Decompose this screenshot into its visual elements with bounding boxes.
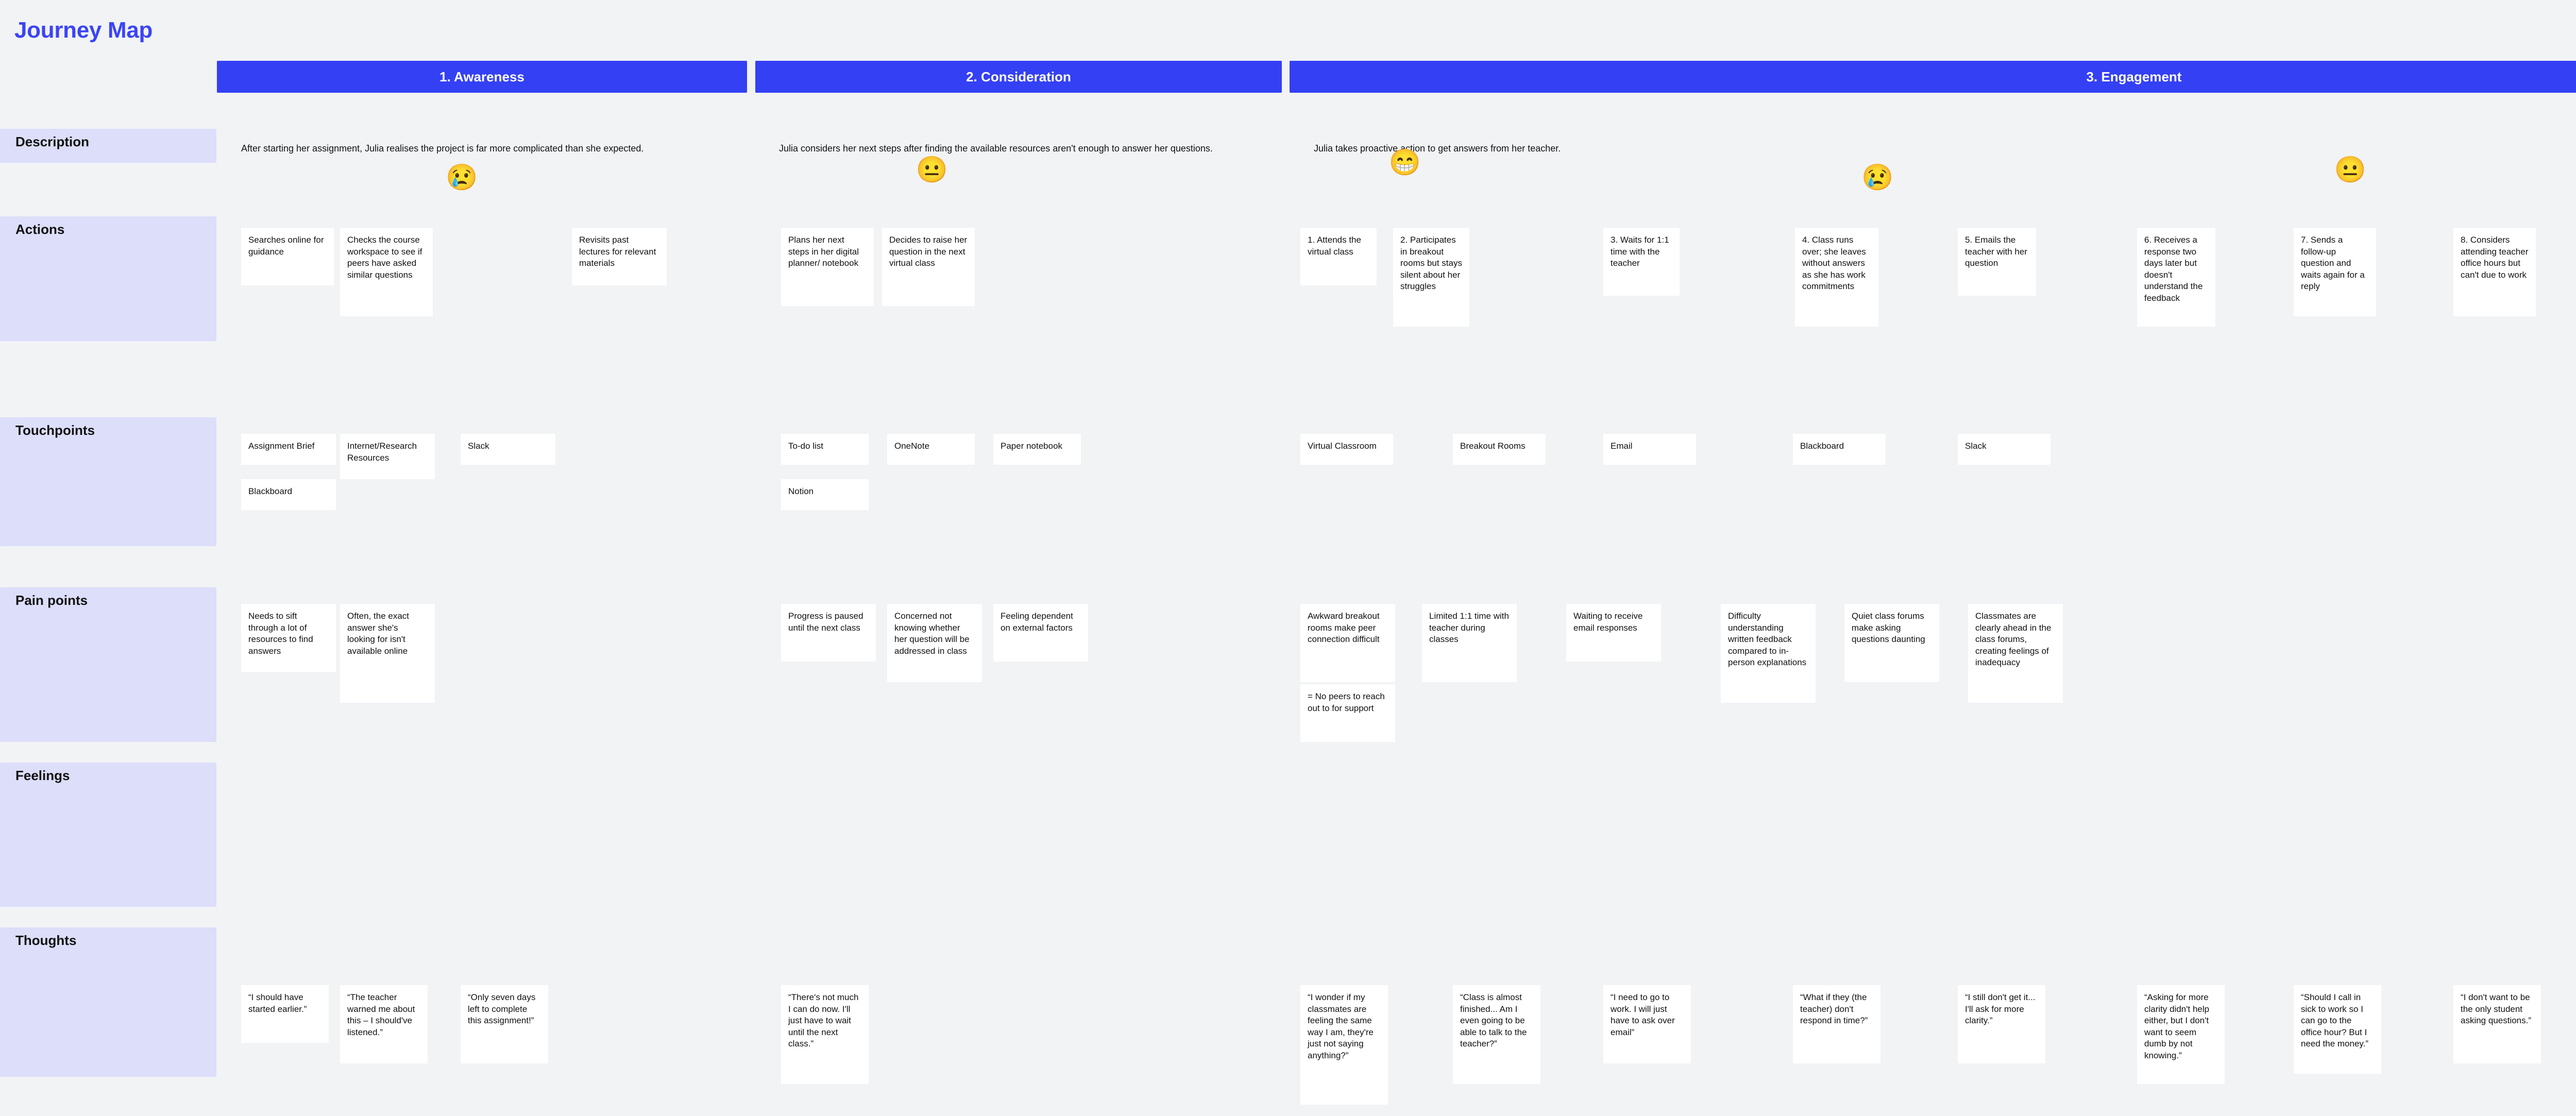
- painpoint-card[interactable]: Waiting to receive email responses: [1566, 604, 1661, 662]
- action-card[interactable]: 2. Participates in breakout rooms but st…: [1393, 228, 1469, 327]
- action-card[interactable]: 1. Attends the virtual class: [1300, 228, 1377, 285]
- painpoint-card[interactable]: Progress is paused until the next class: [781, 604, 876, 662]
- neutral-face-icon: 😐: [2334, 155, 2366, 184]
- touchpoint-card[interactable]: Blackboard: [1793, 434, 1886, 465]
- thought-card[interactable]: “I should have started earlier.”: [241, 985, 329, 1043]
- description-text[interactable]: After starting her assignment, Julia rea…: [241, 143, 644, 154]
- thought-card[interactable]: “There's not much I can do now. I'll jus…: [781, 985, 869, 1084]
- thought-card[interactable]: “Class is almost finished... Am I even g…: [1453, 985, 1540, 1084]
- thought-card[interactable]: “The teacher warned me about this – I sh…: [340, 985, 428, 1063]
- row-label-description: Description: [0, 129, 216, 163]
- painpoint-card[interactable]: Quiet class forums make asking questions…: [1844, 604, 1939, 682]
- touchpoint-card[interactable]: Slack: [461, 434, 555, 465]
- grinning-face-icon: 😁: [1388, 148, 1421, 177]
- row-label-pain-points: Pain points: [0, 587, 216, 742]
- painpoint-card[interactable]: Classmates are clearly ahead in the clas…: [1968, 604, 2063, 703]
- thought-card[interactable]: “I still don't get it... I'll ask for mo…: [1958, 985, 2045, 1063]
- row-label-actions: Actions: [0, 216, 216, 341]
- touchpoint-card[interactable]: Blackboard: [241, 479, 336, 510]
- touchpoint-card[interactable]: Email: [1603, 434, 1696, 465]
- row-label-touchpoints: Touchpoints: [0, 417, 216, 546]
- thought-card[interactable]: “I don't want to be the only student ask…: [2453, 985, 2541, 1063]
- touchpoint-card[interactable]: Slack: [1958, 434, 2050, 465]
- thought-card[interactable]: “What if they (the teacher) don't respon…: [1793, 985, 1880, 1063]
- painpoint-card[interactable]: Awkward breakout rooms make peer connect…: [1300, 604, 1395, 682]
- painpoint-card[interactable]: Limited 1:1 time with teacher during cla…: [1422, 604, 1517, 682]
- painpoint-card[interactable]: Often, the exact answer she's looking fo…: [340, 604, 435, 703]
- row-label-feelings: Feelings: [0, 763, 216, 907]
- stage-header-2[interactable]: 2. Consideration: [755, 61, 1282, 93]
- touchpoint-card[interactable]: Virtual Classroom: [1300, 434, 1393, 465]
- row-label-thoughts: Thoughts: [0, 927, 216, 1077]
- touchpoint-card[interactable]: Internet/Research Resources: [340, 434, 435, 479]
- thought-card[interactable]: “I need to go to work. I will just have …: [1603, 985, 1691, 1063]
- painpoint-card[interactable]: = No peers to reach out to for support: [1300, 684, 1395, 742]
- neutral-face-icon: 😐: [916, 155, 948, 184]
- action-card[interactable]: 8. Considers attending teacher office ho…: [2453, 228, 2536, 316]
- page-title: Journey Map: [14, 18, 153, 43]
- touchpoint-card[interactable]: Paper notebook: [993, 434, 1081, 465]
- action-card[interactable]: Checks the course workspace to see if pe…: [340, 228, 433, 316]
- crying-face-icon: 😢: [446, 163, 478, 192]
- feelings-chart: 😢😐😁😢😐😐😐😢: [216, 149, 2576, 907]
- action-card[interactable]: Revisits past lectures for relevant mate…: [572, 228, 667, 285]
- description-text[interactable]: Julia takes proactive action to get answ…: [1314, 143, 1561, 154]
- painpoint-card[interactable]: Feeling dependent on external factors: [993, 604, 1088, 662]
- painpoint-card[interactable]: Difficulty understanding written feedbac…: [1721, 604, 1816, 703]
- touchpoint-card[interactable]: To-do list: [781, 434, 869, 465]
- action-card[interactable]: Searches online for guidance: [241, 228, 334, 285]
- painpoint-card[interactable]: Concerned not knowing whether her questi…: [887, 604, 982, 682]
- action-card[interactable]: Decides to raise her question in the nex…: [882, 228, 975, 306]
- touchpoint-card[interactable]: Notion: [781, 479, 869, 510]
- action-card[interactable]: 5. Emails the teacher with her question: [1958, 228, 2036, 296]
- feelings-line: [216, 768, 2576, 907]
- touchpoint-card[interactable]: OneNote: [887, 434, 975, 465]
- crying-face-icon: 😢: [1861, 163, 1894, 192]
- painpoint-card[interactable]: Needs to sift through a lot of resources…: [241, 604, 336, 672]
- action-card[interactable]: 7. Sends a follow-up question and waits …: [2294, 228, 2376, 316]
- touchpoint-card[interactable]: Assignment Brief: [241, 434, 336, 465]
- action-card[interactable]: Plans her next steps in her digital plan…: [781, 228, 874, 306]
- thought-card[interactable]: “Asking for more clarity didn't help eit…: [2137, 985, 2225, 1084]
- thought-card[interactable]: “Only seven days left to complete this a…: [461, 985, 548, 1063]
- action-card[interactable]: 3. Waits for 1:1 time with the teacher: [1603, 228, 1680, 296]
- thought-card[interactable]: “I wonder if my classmates are feeling t…: [1300, 985, 1388, 1105]
- action-card[interactable]: 6. Receives a response two days later bu…: [2137, 228, 2215, 327]
- touchpoint-card[interactable]: Breakout Rooms: [1453, 434, 1546, 465]
- description-text[interactable]: Julia considers her next steps after fin…: [779, 143, 1213, 154]
- thought-card[interactable]: “Should I call in sick to work so I can …: [2294, 985, 2381, 1074]
- stage-header-1[interactable]: 1. Awareness: [217, 61, 747, 93]
- stage-header-3[interactable]: 3. Engagement: [1290, 61, 2576, 93]
- action-card[interactable]: 4. Class runs over; she leaves without a…: [1795, 228, 1878, 327]
